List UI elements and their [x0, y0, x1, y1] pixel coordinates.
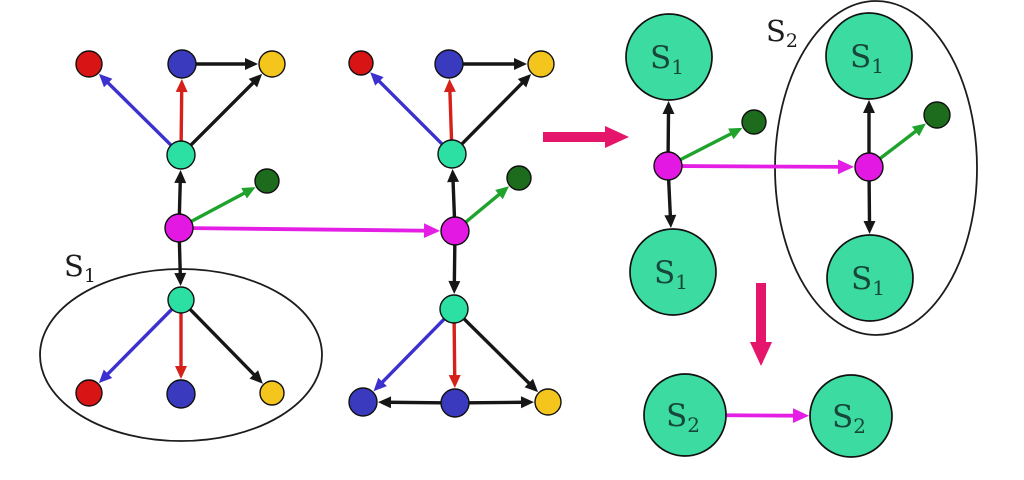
- edge-a-magenta-left--a-green-left-head: [728, 127, 743, 140]
- edge-g1-teal-bottom--g1-yellow-bottom-shaft: [188, 308, 259, 379]
- supernode-a-s1-top-left: [625, 13, 713, 101]
- edge-g2-blue-mid--g2-yellow-bottom-head: [520, 396, 535, 409]
- edge-a-magenta-left--a-s1-top-left-head: [662, 100, 675, 115]
- edge-g2-teal-bottom--g2-blue-left-shaft: [378, 317, 446, 387]
- node-a-green-right: [923, 101, 951, 129]
- edge-a-magenta-right--a-green-right-shaft: [879, 127, 921, 160]
- edge-g1-teal-bottom--g1-red-bottom-shaft: [103, 308, 174, 379]
- edge-a-magenta-left--a-green-left-shaft: [679, 130, 736, 162]
- edge-g1-teal-top--g1-yellow-top-shaft: [189, 78, 258, 147]
- node-g2-yellow-bottom: [534, 388, 562, 416]
- node-g2-blue-mid: [440, 388, 470, 418]
- node-g1-red-bottom: [75, 379, 103, 407]
- supernode-a-s1-bottom-left: [629, 228, 717, 316]
- node-g2-magenta: [440, 216, 470, 246]
- edge-g2-magenta--g2-green-head: [495, 186, 509, 200]
- edge-g1-teal-top--g1-red-top-shaft: [103, 78, 173, 147]
- edge-g1-teal-top--g1-blue-top-head: [175, 78, 188, 93]
- node-g1-teal-bottom: [167, 286, 195, 314]
- edge-g1-teal-top--g1-yellow-top-head: [248, 73, 263, 88]
- edge-g1-teal-bottom--g1-yellow-bottom-head: [249, 370, 263, 384]
- edge-g2-blue-mid--g2-blue-left-shaft: [386, 400, 442, 405]
- edge-g2-teal-top--g2-red-top-shaft: [374, 76, 444, 146]
- node-g2-blue-top: [434, 49, 464, 79]
- node-g1-magenta: [164, 213, 194, 243]
- edge-g1-teal-top--g1-blue-top-shaft: [179, 87, 184, 142]
- node-g1-yellow-bottom: [259, 380, 285, 406]
- edge-g2-magenta--g2-teal-bottom-head: [448, 280, 461, 295]
- node-g2-green: [506, 165, 532, 191]
- edge-g2-teal-top--g2-yellow-top-head: [517, 73, 532, 88]
- node-g2-red-top: [348, 50, 374, 76]
- edge-g1-magenta--g2-magenta-shaft: [192, 226, 430, 233]
- supernode-label-a-s1-top-right: S1: [850, 39, 884, 78]
- node-g1-red-top: [75, 50, 103, 78]
- node-g1-teal-top: [166, 140, 196, 170]
- supernode-b-s2-right: [809, 374, 893, 458]
- edge-g1-teal-bottom--g1-blue-bottom-head: [175, 366, 187, 379]
- edge-a-magenta-left--a-s1-bottom-left-shaft: [666, 179, 673, 220]
- edge-a-magenta-left--a-s1-bottom-left-head: [664, 214, 677, 229]
- edge-g1-magenta--g1-green-head: [241, 187, 256, 199]
- node-a-magenta-right: [854, 152, 884, 182]
- edge-g2-teal-top--g2-red-top-head: [370, 72, 384, 86]
- node-g2-blue-left: [348, 387, 378, 417]
- edge-g2-blue-mid--g2-yellow-bottom-shaft: [468, 400, 526, 405]
- node-g2-teal-top: [437, 139, 467, 169]
- edge-g2-magenta--g2-teal-top-head: [447, 168, 460, 183]
- edge-g1-blue-top--g1-yellow-top-head: [245, 58, 258, 70]
- supernode-a-s1-top-right: [825, 12, 913, 100]
- edge-g1-magenta--g1-teal-top-head: [174, 169, 187, 184]
- supernode-label-a-s1-bottom-right: S1: [851, 261, 885, 300]
- edge-g1-teal-bottom--g1-red-bottom-head: [98, 369, 113, 384]
- node-a-green-left: [741, 109, 767, 135]
- edge-g1-magenta--g1-teal-bottom-shaft: [177, 241, 183, 278]
- edge-g2-teal-top--g2-yellow-top-shaft: [460, 78, 527, 146]
- node-g2-yellow-top: [527, 50, 555, 78]
- edge-g2-teal-top--g2-blue-top-head: [443, 78, 456, 93]
- supernode-b-s2-left: [643, 373, 727, 457]
- boundary-label-s2-group: S2: [766, 14, 798, 52]
- edge-a-magenta-right--a-s1-top-right-head: [863, 100, 875, 113]
- edge-g2-blue-top--g2-yellow-top-head: [514, 58, 527, 70]
- node-g1-green: [254, 168, 280, 194]
- edge-g2-magenta--g2-teal-bottom-shaft: [452, 244, 457, 286]
- edge-g2-magenta--g2-teal-top-shaft: [451, 177, 457, 218]
- abstraction-arrow-head: [605, 125, 629, 149]
- supernode-a-s1-bottom-right: [826, 234, 914, 322]
- supernode-label-a-s1-top-left: S1: [650, 40, 684, 79]
- edge-g2-magenta--g2-green-shaft: [464, 190, 504, 224]
- edge-g1-teal-top--g1-red-top-head: [98, 73, 113, 88]
- node-g1-blue-top: [167, 49, 197, 79]
- supernode-label-b-s2-right: S2: [832, 399, 866, 438]
- edge-b-s2-left--b-s2-right-head: [792, 408, 810, 424]
- edge-g2-teal-bottom--g2-yellow-bottom-head: [524, 378, 539, 393]
- edge-g2-teal-bottom--g2-blue-left-head: [373, 377, 387, 392]
- node-a-magenta-left: [653, 151, 683, 181]
- edge-g2-teal-bottom--g2-blue-mid-shaft: [452, 322, 457, 380]
- node-g2-teal-bottom: [439, 294, 469, 324]
- node-g1-yellow-top: [258, 50, 286, 78]
- edge-a-magenta-right--a-s1-bottom-right-head: [863, 220, 876, 235]
- edge-g1-magenta--g2-magenta-head: [423, 223, 441, 239]
- edge-g1-magenta--g1-green-shaft: [190, 189, 249, 223]
- edge-a-magenta-left--a-magenta-right-head: [837, 159, 855, 175]
- edge-a-magenta-left--a-magenta-right-shaft: [681, 164, 844, 169]
- edge-g2-teal-bottom--g2-yellow-bottom-shaft: [462, 317, 534, 388]
- supernode-label-a-s1-bottom-left: S1: [654, 255, 688, 294]
- edge-g2-blue-mid--g2-blue-left-head: [377, 396, 392, 409]
- edge-g2-teal-bottom--g2-blue-mid-head: [448, 374, 461, 389]
- edge-g1-magenta--g1-teal-bottom-head: [174, 272, 187, 287]
- collapse-arrow-head: [749, 342, 773, 366]
- node-g1-blue-bottom: [166, 379, 196, 409]
- supernode-label-b-s2-left: S2: [666, 398, 700, 437]
- boundary-label-s1-group: S1: [64, 249, 96, 287]
- edge-g1-magenta--g1-teal-top-shaft: [177, 178, 183, 215]
- edge-g2-teal-top--g2-blue-top-shaft: [448, 87, 454, 141]
- edge-a-magenta-right--a-green-right-head: [911, 123, 926, 137]
